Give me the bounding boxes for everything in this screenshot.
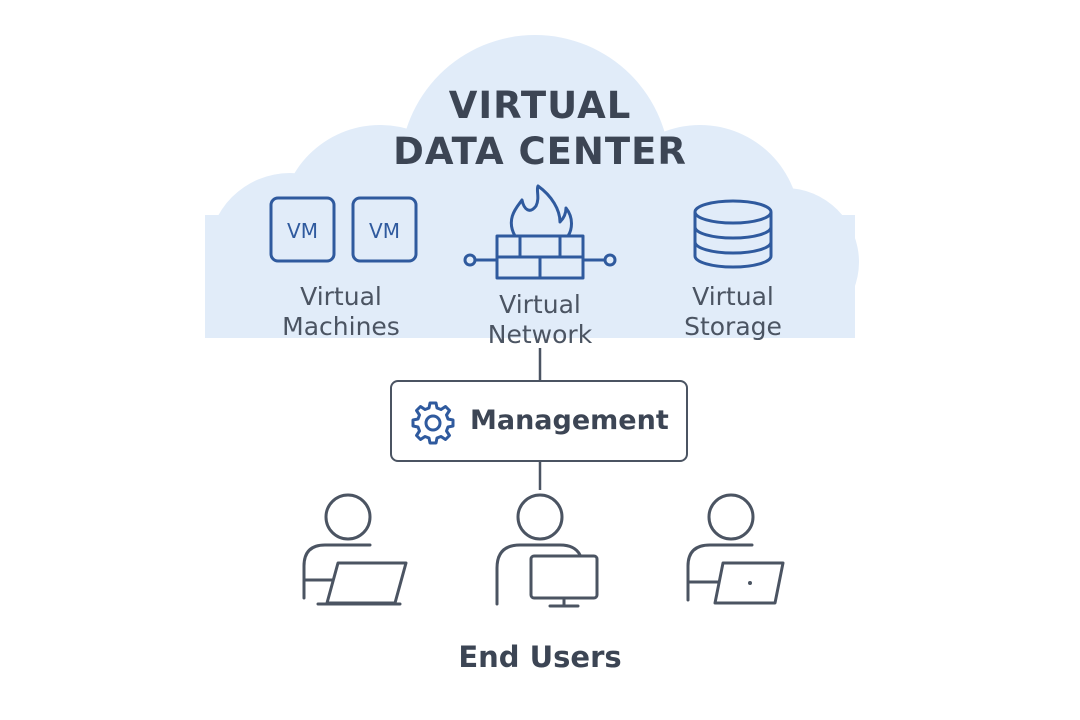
- user-laptop-icon: [686, 493, 785, 605]
- end-users-label: End Users: [458, 640, 622, 674]
- vm-badge-label: VM: [287, 219, 318, 243]
- virtual-network-label-line-1: Virtual: [499, 290, 581, 319]
- virtual-network-label-line-2: Network: [487, 320, 593, 349]
- management-label: Management: [470, 405, 669, 436]
- diagram-title-line-1: VIRTUAL: [448, 84, 632, 127]
- virtual-storage-label-line-1: Virtual: [692, 282, 774, 311]
- firewall-icon: [463, 184, 617, 280]
- virtual-machines-label-line-1: Virtual: [300, 282, 382, 311]
- vm-badge-label: VM: [369, 219, 400, 243]
- database-icon: [693, 199, 773, 269]
- diagram-title-line-2: DATA CENTER: [393, 130, 687, 173]
- gear-icon: [411, 401, 455, 445]
- vm-icon: VM: [269, 196, 336, 263]
- management-box: Management: [390, 380, 688, 462]
- vm-icon: VM: [351, 196, 418, 263]
- virtual-storage-label-line-2: Storage: [684, 312, 782, 341]
- user-laptop-icon: [302, 493, 408, 606]
- virtual-machines-label-line-2: Machines: [282, 312, 400, 341]
- user-desktop-icon: [495, 493, 599, 608]
